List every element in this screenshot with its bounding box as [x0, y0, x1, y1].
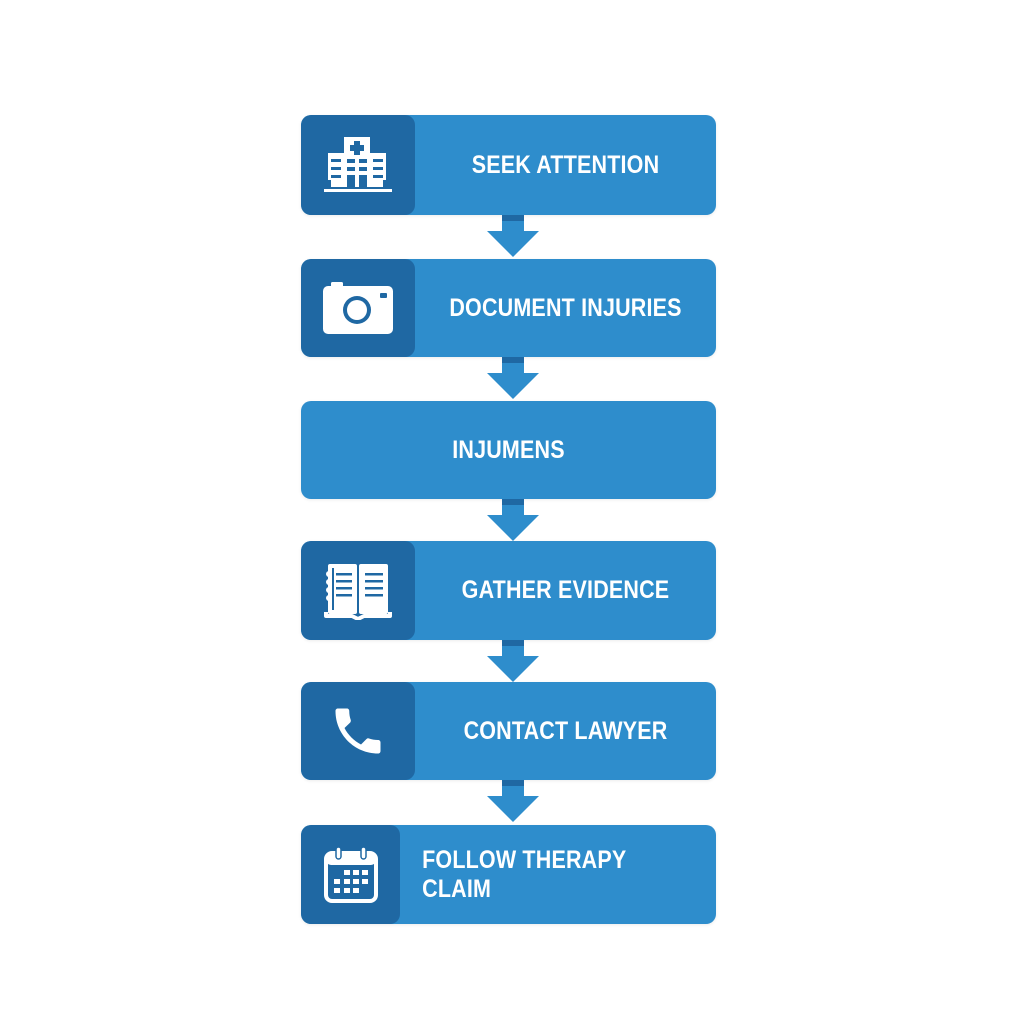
notebook-icon — [324, 563, 392, 620]
arrow-down-icon — [487, 357, 540, 401]
step-label: FOLLOW THERAPY CLAIM — [422, 845, 626, 903]
step-follow-therapy-claim: FOLLOW THERAPY CLAIM — [301, 825, 716, 924]
icon-panel — [301, 825, 400, 924]
icon-panel — [301, 541, 415, 640]
arrow-down-icon — [487, 215, 540, 259]
icon-panel — [301, 259, 415, 357]
hospital-icon — [324, 137, 392, 192]
camera-icon — [323, 282, 393, 334]
step-gather-evidence: GATHER EVIDENCE — [301, 541, 716, 640]
step-label: SEEK ATTENTION — [471, 150, 660, 179]
step-label: INJUMENS — [452, 435, 565, 464]
icon-panel — [301, 682, 415, 780]
step-document-injuries: DOCUMENT INJURIES — [301, 259, 716, 357]
arrow-down-icon — [487, 780, 540, 825]
step-injumens: INJUMENS — [301, 401, 716, 499]
step-contact-lawyer: CONTACT LAWYER — [301, 682, 716, 780]
calendar-icon — [323, 845, 378, 903]
phone-icon — [335, 708, 381, 754]
arrow-down-icon — [487, 640, 540, 682]
step-label: DOCUMENT INJURIES — [449, 293, 682, 322]
step-seek-attention: SEEK ATTENTION — [301, 115, 716, 215]
step-label: GATHER EVIDENCE — [461, 576, 670, 604]
arrow-down-icon — [487, 499, 540, 541]
icon-panel — [301, 115, 415, 215]
step-label: CONTACT LAWYER — [463, 716, 668, 745]
